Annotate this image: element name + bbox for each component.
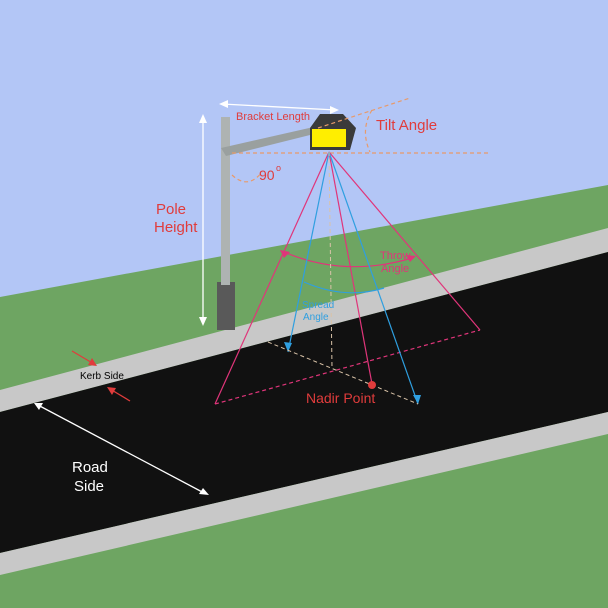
angle-90-label: 90 [259,167,275,183]
pole-height-label-line1: Pole [156,201,186,218]
road-side-label-line1: Road [72,459,108,476]
kerb-arrow-top [88,358,97,366]
pole-height-arrow-bottom [199,317,207,326]
throw-angle-label-line2: Angle [381,263,409,275]
spread-end-arrow-left [284,342,292,352]
footpath-kerb-strip [0,228,608,412]
throw-arc-arrow-left [280,250,290,258]
angle-degree-label: o [276,163,281,173]
road-surface [0,252,608,553]
pole-base [217,282,235,330]
dimension-lines [35,103,337,495]
spread-angle-label-line1: Spread [302,300,334,311]
tilt-angle-label: Tilt Angle [376,117,437,134]
pole-bracket-arm [221,126,318,156]
near-kerb-strip [0,412,608,575]
pole-height-label-line2: Height [154,219,198,236]
throw-lines [214,151,481,405]
pole-height-arrow-top [199,114,207,123]
spread-lines [287,151,419,405]
kerb-arrow-bottom [107,387,116,395]
nadir-point-label: Nadir Point [306,390,375,406]
bracket-arrow-left [219,100,228,108]
luminaire-lamp [312,129,346,147]
tilt-guides [231,97,488,183]
kerb-side-label: Kerb Side [80,371,124,382]
light-pole [221,117,230,285]
nadir-point-marker [368,381,376,389]
throw-angle-label-line1: Throw [380,250,411,262]
throw-arc-arrow-right [406,255,416,262]
bracket-arrow-right [330,106,339,114]
road-arrow-start [34,403,43,410]
projection-guides [267,151,419,405]
spread-end-arrow-right [413,395,421,404]
bracket-length-label: Bracket Length [236,111,310,123]
spread-angle-label-line2: Angle [303,312,329,323]
road-side-label-line2: Side [74,478,104,495]
road-arrow-end [199,488,209,495]
